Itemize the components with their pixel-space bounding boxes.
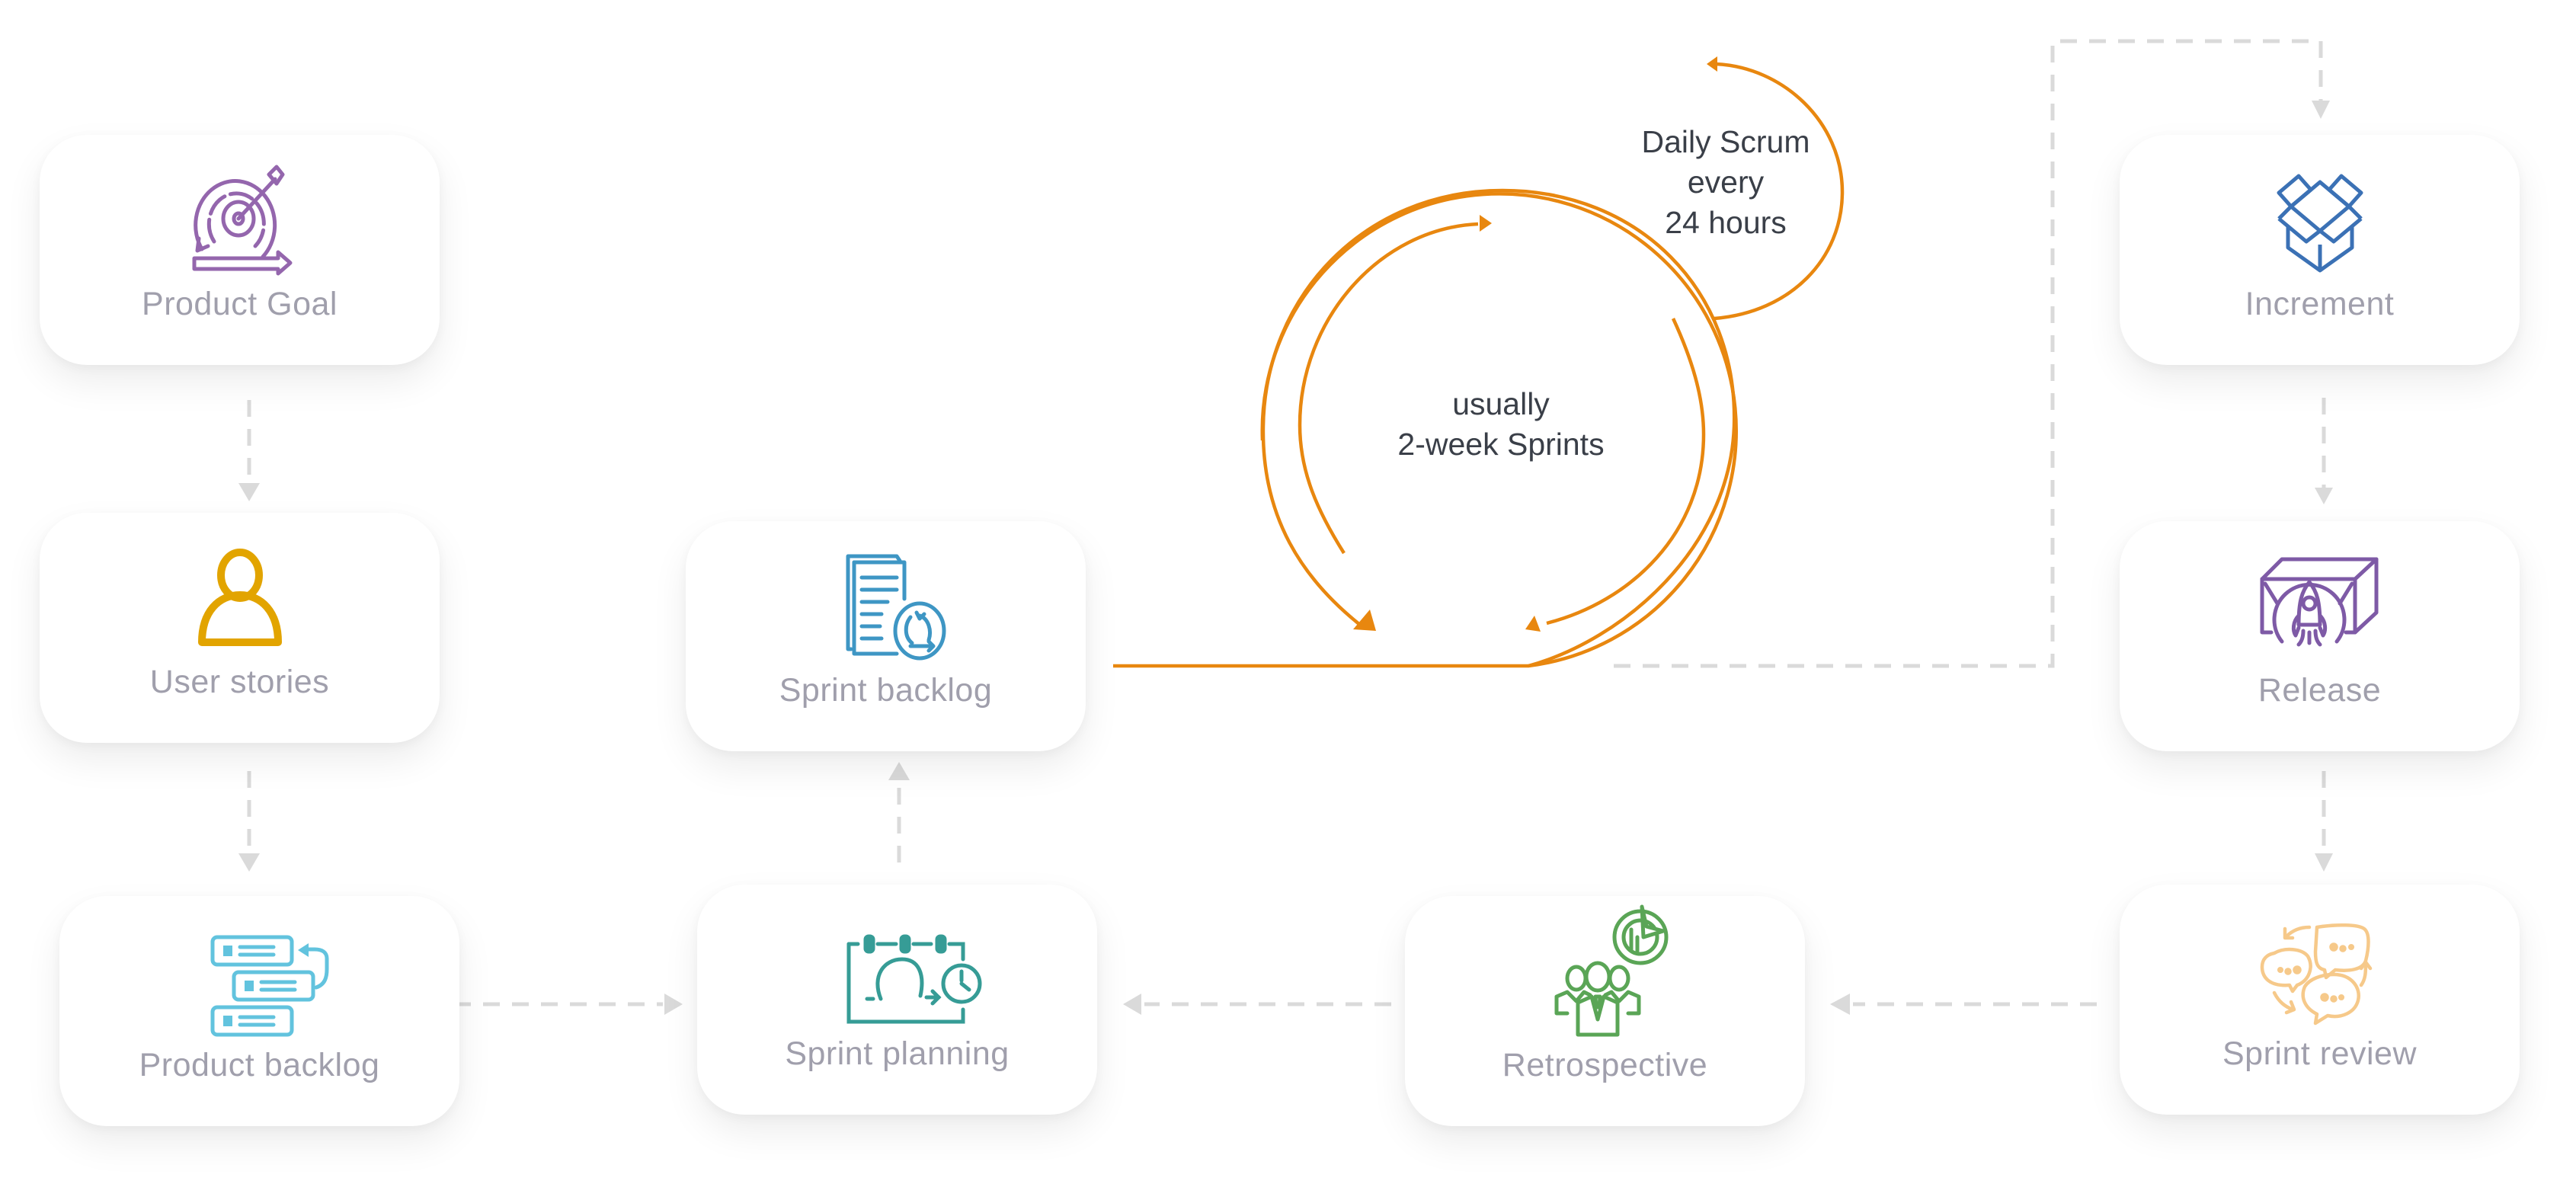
- arrowhead-increment: [2312, 101, 2330, 119]
- node-sprint-review[interactable]: Sprint review: [2120, 885, 2520, 1115]
- arrowhead-sprint-backlog: [888, 762, 910, 780]
- arrowhead-sprint-review: [2315, 853, 2333, 872]
- node-user-stories[interactable]: User stories: [40, 513, 440, 743]
- open-box-icon: [2251, 165, 2389, 280]
- target-arrow-icon: [171, 165, 309, 280]
- user-icon: [171, 543, 309, 658]
- daily-scrum-loop: [1714, 62, 1845, 321]
- sprint-arrowhead-top: [1480, 215, 1492, 232]
- arrowhead-product-backlog: [238, 853, 260, 872]
- sprint-entry-line: [1113, 192, 1738, 668]
- sprint-arrowhead-bottom-right: [1525, 616, 1541, 632]
- sprint-arrowhead-bottom-left: [1353, 610, 1376, 631]
- rocket-box-icon: [2251, 552, 2389, 666]
- node-label: Product backlog: [139, 1047, 380, 1083]
- node-product-backlog[interactable]: Product backlog: [59, 896, 459, 1126]
- sprint-outer-loop: [1261, 188, 1736, 668]
- stacked-list-icon: [191, 926, 328, 1041]
- sprint-inner-loop-left: [1298, 222, 1479, 555]
- node-release[interactable]: Release: [2120, 521, 2520, 751]
- arrowhead-user-stories: [238, 483, 260, 501]
- sprint-cycle-line2: 2-week Sprints: [1397, 427, 1605, 462]
- daily-scrum-line2: every: [1687, 165, 1765, 200]
- node-label: Sprint planning: [785, 1035, 1010, 1072]
- node-increment[interactable]: Increment: [2120, 135, 2520, 365]
- sprint-inner-loop-right: [1546, 318, 1706, 626]
- node-label: Retrospective: [1502, 1047, 1708, 1083]
- arrowhead-retrospective: [1830, 994, 1850, 1015]
- node-label: Product Goal: [142, 286, 338, 322]
- daily-scrum-arrowhead: [1707, 56, 1717, 72]
- sprint-cycle-label: usually 2-week Sprints: [1349, 384, 1653, 465]
- daily-scrum-line1: Daily Scrum: [1641, 124, 1810, 159]
- chat-bubbles-icon: [2251, 915, 2389, 1029]
- daily-scrum-label: Daily Scrum every 24 hours: [1608, 122, 1844, 243]
- node-label: User stories: [149, 664, 330, 700]
- document-cycle-icon: [818, 552, 955, 666]
- node-label: Release: [2258, 672, 2382, 709]
- sprint-cycle-line1: usually: [1452, 386, 1550, 421]
- node-sprint-planning[interactable]: Sprint planning: [697, 885, 1097, 1115]
- arrowhead-planning-from-retro: [1123, 994, 1141, 1015]
- node-retrospective[interactable]: Retrospective: [1405, 896, 1805, 1126]
- node-label: Sprint review: [2222, 1035, 2418, 1072]
- edge-cycle-to-increment: [1614, 39, 2323, 668]
- node-label: Sprint backlog: [779, 672, 993, 709]
- arrowhead-sprint-planning: [664, 994, 683, 1015]
- arrowhead-release: [2315, 488, 2333, 504]
- team-target-icon: [1537, 904, 1674, 1041]
- daily-scrum-line3: 24 hours: [1665, 205, 1787, 240]
- node-product-goal[interactable]: Product Goal: [40, 135, 440, 365]
- node-sprint-backlog[interactable]: Sprint backlog: [686, 521, 1086, 751]
- calendar-clock-icon: [829, 915, 981, 1029]
- node-label: Increment: [2245, 286, 2395, 322]
